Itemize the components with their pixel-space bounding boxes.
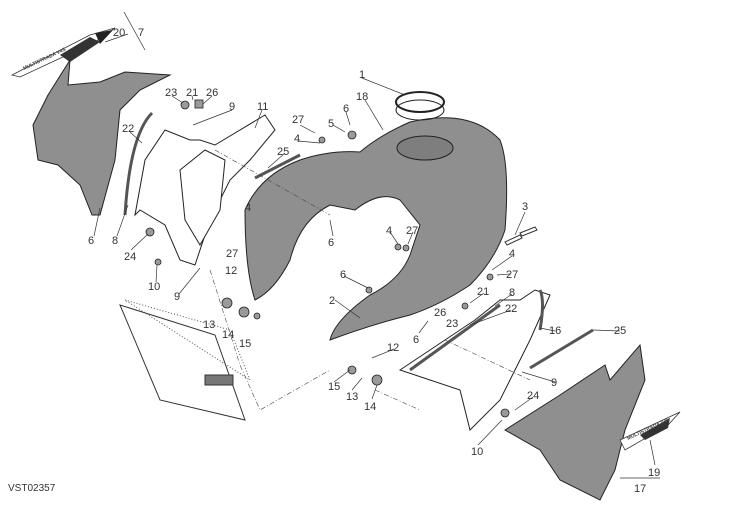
label-21: 21 xyxy=(186,87,198,99)
label-4d: 4 xyxy=(509,248,515,260)
label-26: 26 xyxy=(206,87,218,99)
label-10: 10 xyxy=(148,281,160,293)
label-22: 22 xyxy=(122,123,134,135)
label-19: 19 xyxy=(648,467,660,479)
rod-25-right xyxy=(529,328,594,370)
leader-lines xyxy=(93,33,660,479)
label-6c: 6 xyxy=(328,237,334,249)
label-27b: 27 xyxy=(226,248,238,260)
part-labels: 20 7 23 21 26 9 11 22 27 4 25 6 8 24 10 … xyxy=(88,27,660,495)
label-24b: 24 xyxy=(527,390,539,402)
label-3: 3 xyxy=(522,201,528,213)
filler-ring xyxy=(395,91,445,113)
label-13b: 13 xyxy=(346,391,358,403)
trim-strip-7 xyxy=(123,11,146,51)
left-side-panel xyxy=(32,59,172,216)
label-6: 6 xyxy=(88,235,94,247)
label-12b: 12 xyxy=(387,342,399,354)
filler-ring-base xyxy=(395,99,445,121)
label-18: 18 xyxy=(356,91,368,103)
rod-8-right xyxy=(409,303,501,372)
label-6d: 6 xyxy=(340,269,346,281)
label-24: 24 xyxy=(124,251,136,263)
label-8: 8 xyxy=(112,235,118,247)
strip-3b xyxy=(519,226,538,237)
label-17: 17 xyxy=(634,483,646,495)
label-6e: 6 xyxy=(413,334,419,346)
label-10b: 10 xyxy=(471,446,483,458)
label-16: 16 xyxy=(549,325,561,337)
right-side-panel xyxy=(504,343,646,501)
label-11: 11 xyxy=(257,101,268,113)
label-23b: 23 xyxy=(446,318,458,330)
hardware xyxy=(145,99,510,418)
radiator xyxy=(119,299,252,421)
drawing-code: VST02357 xyxy=(8,483,56,494)
left-decal-text: MULTISTRADA V4S xyxy=(22,46,67,71)
assembly-lines xyxy=(209,149,531,411)
label-1: 1 xyxy=(359,69,365,81)
label-15: 15 xyxy=(239,338,251,350)
trim-strip-16 xyxy=(538,289,544,331)
label-25: 25 xyxy=(277,146,289,158)
label-15b: 15 xyxy=(328,381,340,393)
fuel-tank xyxy=(244,117,508,341)
label-2: 2 xyxy=(329,295,335,307)
tank-filler-recess xyxy=(396,135,454,161)
label-8b: 8 xyxy=(509,287,515,299)
label-26b: 26 xyxy=(434,307,446,319)
rod-25-left xyxy=(254,153,301,180)
label-14: 14 xyxy=(222,329,234,341)
label-13: 13 xyxy=(203,319,215,331)
label-22b: 22 xyxy=(505,303,517,315)
label-6b: 6 xyxy=(343,103,349,115)
label-4c: 4 xyxy=(386,225,392,237)
label-12: 12 xyxy=(225,265,237,277)
label-21b: 21 xyxy=(477,286,489,298)
label-27: 27 xyxy=(292,114,304,126)
left-frame-window xyxy=(179,149,226,246)
label-27d: 27 xyxy=(506,269,518,281)
label-9c: 9 xyxy=(551,377,557,389)
label-4b: 4 xyxy=(245,202,251,214)
right-inner-frame xyxy=(398,289,551,431)
label-4: 4 xyxy=(294,133,300,145)
label-7: 7 xyxy=(138,27,144,39)
label-9b: 9 xyxy=(174,291,180,303)
label-20: 20 xyxy=(113,27,125,39)
label-23: 23 xyxy=(165,87,177,99)
label-5: 5 xyxy=(328,118,334,130)
label-14b: 14 xyxy=(364,401,376,413)
label-27c: 27 xyxy=(406,225,418,237)
label-25b: 25 xyxy=(614,325,626,337)
label-9: 9 xyxy=(229,101,235,113)
strip-3a xyxy=(504,234,523,246)
trim-strip-8 xyxy=(123,111,154,216)
